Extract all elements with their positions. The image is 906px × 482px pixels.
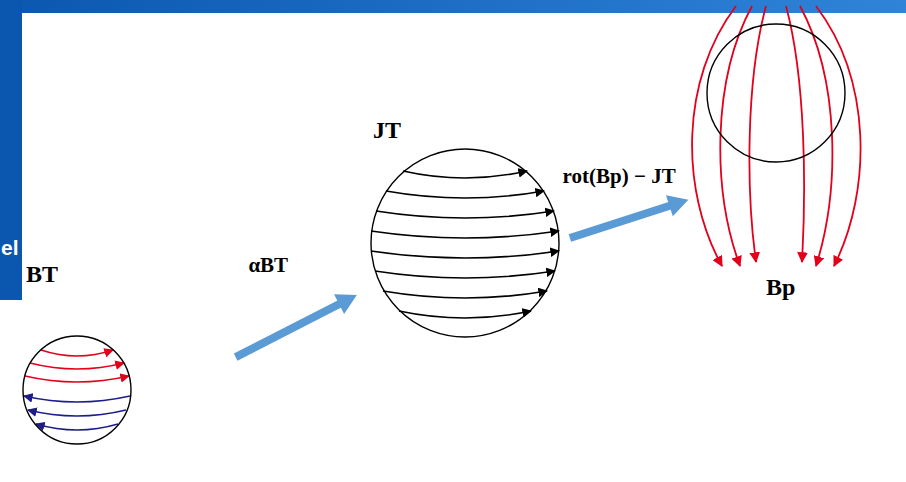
- process-arrow: [570, 195, 689, 238]
- sphere-outline: [22, 335, 132, 445]
- toroidal-field-lines: [25, 350, 129, 382]
- arrow-head: [334, 294, 357, 314]
- current-line: [376, 211, 554, 218]
- current-line: [371, 231, 559, 238]
- field-line: [36, 424, 118, 430]
- field-line: [28, 410, 126, 416]
- field-line: [816, 6, 861, 266]
- field-symbol: BT: [26, 261, 58, 287]
- arrow-head: [666, 195, 688, 216]
- sphere-outline: [370, 148, 560, 338]
- field-line: [720, 6, 752, 266]
- sphere-circle: [707, 24, 845, 162]
- field-line: [786, 6, 804, 262]
- sphere-circle: [371, 149, 559, 337]
- current-line: [383, 291, 547, 298]
- slide-band: [0, 0, 906, 13]
- sphere-node: BT: [22, 335, 132, 445]
- field-line: [24, 396, 130, 402]
- sphere-node: Bp: [706, 23, 846, 163]
- field-symbol: Bp: [766, 274, 795, 300]
- field-symbol: JT: [373, 117, 401, 143]
- slide-strip: [0, 0, 22, 300]
- poloidal-field-lines: [692, 6, 861, 266]
- current-line: [386, 191, 544, 198]
- arrow-shaft: [570, 205, 671, 238]
- current-line: [375, 271, 555, 278]
- toroidal-field-lines: [24, 396, 130, 430]
- arrow-label: rot(Bp) − JT: [560, 165, 679, 188]
- current-line: [399, 311, 531, 318]
- current-line: [371, 251, 559, 258]
- process-arrow: [236, 294, 357, 357]
- current-lines: [371, 171, 559, 318]
- sphere-node: JT: [370, 148, 560, 338]
- field-line: [25, 376, 129, 382]
- title-fragment: el: [1, 236, 19, 259]
- field-line: [749, 6, 766, 262]
- arrow-shaft: [236, 303, 341, 357]
- sphere-circle: [23, 336, 131, 444]
- current-line: [403, 171, 527, 178]
- sphere-outline: [706, 23, 846, 163]
- field-line: [30, 363, 124, 369]
- field-line: [41, 350, 113, 356]
- field-line: [800, 6, 832, 266]
- arrow-label: αBT: [245, 254, 291, 277]
